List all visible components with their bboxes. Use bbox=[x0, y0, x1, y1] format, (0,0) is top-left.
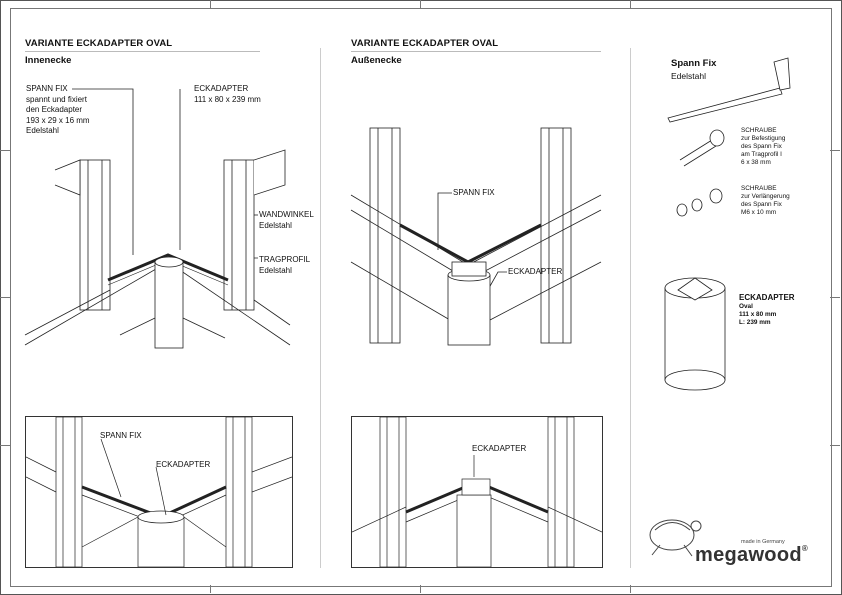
label-line: zur Verlängerung bbox=[741, 193, 790, 200]
label-line: TRAGPROFIL bbox=[259, 255, 311, 264]
label-line: M6 x 10 mm bbox=[741, 209, 777, 216]
label-line: zur Befestigung bbox=[741, 135, 786, 142]
made-in-germany-label: made in Germany bbox=[741, 539, 785, 545]
frame-tick bbox=[210, 585, 211, 593]
label-line: SCHRAUBE bbox=[741, 185, 777, 192]
left-section-subtitle: Innenecke bbox=[25, 55, 72, 66]
label-line: den Eckadapter bbox=[26, 105, 83, 114]
aussenecke-spann-fix-label: SPANN FIX bbox=[453, 188, 495, 197]
label-line: Oval bbox=[739, 303, 753, 310]
eckadapter-oval-callout: ECKADAPTER Oval 111 x 80 mm L: 239 mm bbox=[739, 293, 795, 327]
label-line: 111 x 80 x 239 mm bbox=[194, 94, 261, 104]
label-line: Edelstahl bbox=[259, 265, 292, 275]
aussenecke-detail-view bbox=[351, 416, 603, 568]
spann-fix-title: Spann Fix bbox=[671, 58, 717, 69]
title-rule bbox=[25, 51, 260, 52]
aussenecke-detail-drawing bbox=[352, 417, 602, 567]
schraube-verlaengerung-callout: SCHRAUBE zur Verlängerung des Spann Fix … bbox=[741, 185, 790, 217]
detail-spann-fix-label: SPANN FIX bbox=[100, 431, 142, 440]
label-line: ECKADAPTER bbox=[194, 84, 249, 93]
innenecke-detail-drawing bbox=[26, 417, 292, 567]
innenecke-detail-view bbox=[25, 416, 293, 568]
aussenecke-eckadapter-label: ECKADAPTER bbox=[508, 267, 563, 276]
label-line: ECKADAPTER bbox=[739, 293, 795, 302]
label-line: am Tragprofil I bbox=[741, 151, 782, 158]
wandwinkel-callout: WANDWINKEL Edelstahl bbox=[259, 210, 314, 231]
frame-tick bbox=[0, 150, 10, 151]
frame-tick bbox=[420, 0, 421, 8]
label-line: 6 x 38 mm bbox=[741, 159, 771, 166]
frame-tick bbox=[630, 585, 631, 593]
label-line: 193 x 29 x 16 mm bbox=[26, 115, 90, 125]
frame-tick bbox=[830, 297, 840, 298]
frame-tick bbox=[630, 0, 631, 8]
frame-tick bbox=[830, 445, 840, 446]
frame-tick bbox=[420, 585, 421, 593]
label-line: spannt und fixiert bbox=[26, 94, 87, 104]
aussenecke-detail-eckadapter-label: ECKADAPTER bbox=[472, 444, 527, 453]
label-line: 111 x 80 mm bbox=[739, 311, 777, 318]
left-section-title: VARIANTE ECKADAPTER OVAL bbox=[25, 38, 173, 49]
column-divider bbox=[320, 48, 321, 568]
column-divider bbox=[630, 48, 631, 568]
schraube-befestigung-callout: SCHRAUBE zur Befestigung des Spann Fix a… bbox=[741, 127, 785, 167]
title-rule bbox=[351, 51, 601, 52]
eckadapter-callout: ECKADAPTER 111 x 80 x 239 mm bbox=[194, 84, 261, 105]
middle-section-title: VARIANTE ECKADAPTER OVAL bbox=[351, 38, 499, 49]
tragprofil-callout: TRAGPROFIL Edelstahl bbox=[259, 255, 310, 276]
frame-tick bbox=[210, 0, 211, 8]
registered-mark: ® bbox=[801, 544, 809, 553]
label-line: des Spann Fix bbox=[741, 201, 782, 208]
detail-eckadapter-label: ECKADAPTER bbox=[156, 460, 211, 469]
label-line: SPANN FIX bbox=[26, 84, 68, 93]
frame-tick bbox=[0, 445, 10, 446]
label-line: L: 239 mm bbox=[739, 319, 771, 326]
label-line: des Spann Fix bbox=[741, 143, 782, 150]
middle-section-subtitle: Außenecke bbox=[351, 55, 402, 66]
brand-wordmark: megawood® bbox=[695, 544, 808, 567]
spann-fix-material: Edelstahl bbox=[671, 71, 706, 81]
label-line: WANDWINKEL bbox=[259, 210, 314, 219]
label-line: SCHRAUBE bbox=[741, 127, 777, 134]
label-line: Edelstahl bbox=[259, 220, 292, 230]
spann-fix-callout: SPANN FIX spannt und fixiert den Eckadap… bbox=[26, 84, 90, 137]
brand-name: megawood bbox=[695, 544, 802, 566]
label-line: Edelstahl bbox=[26, 126, 59, 135]
frame-tick bbox=[0, 297, 10, 298]
frame-tick bbox=[830, 150, 840, 151]
